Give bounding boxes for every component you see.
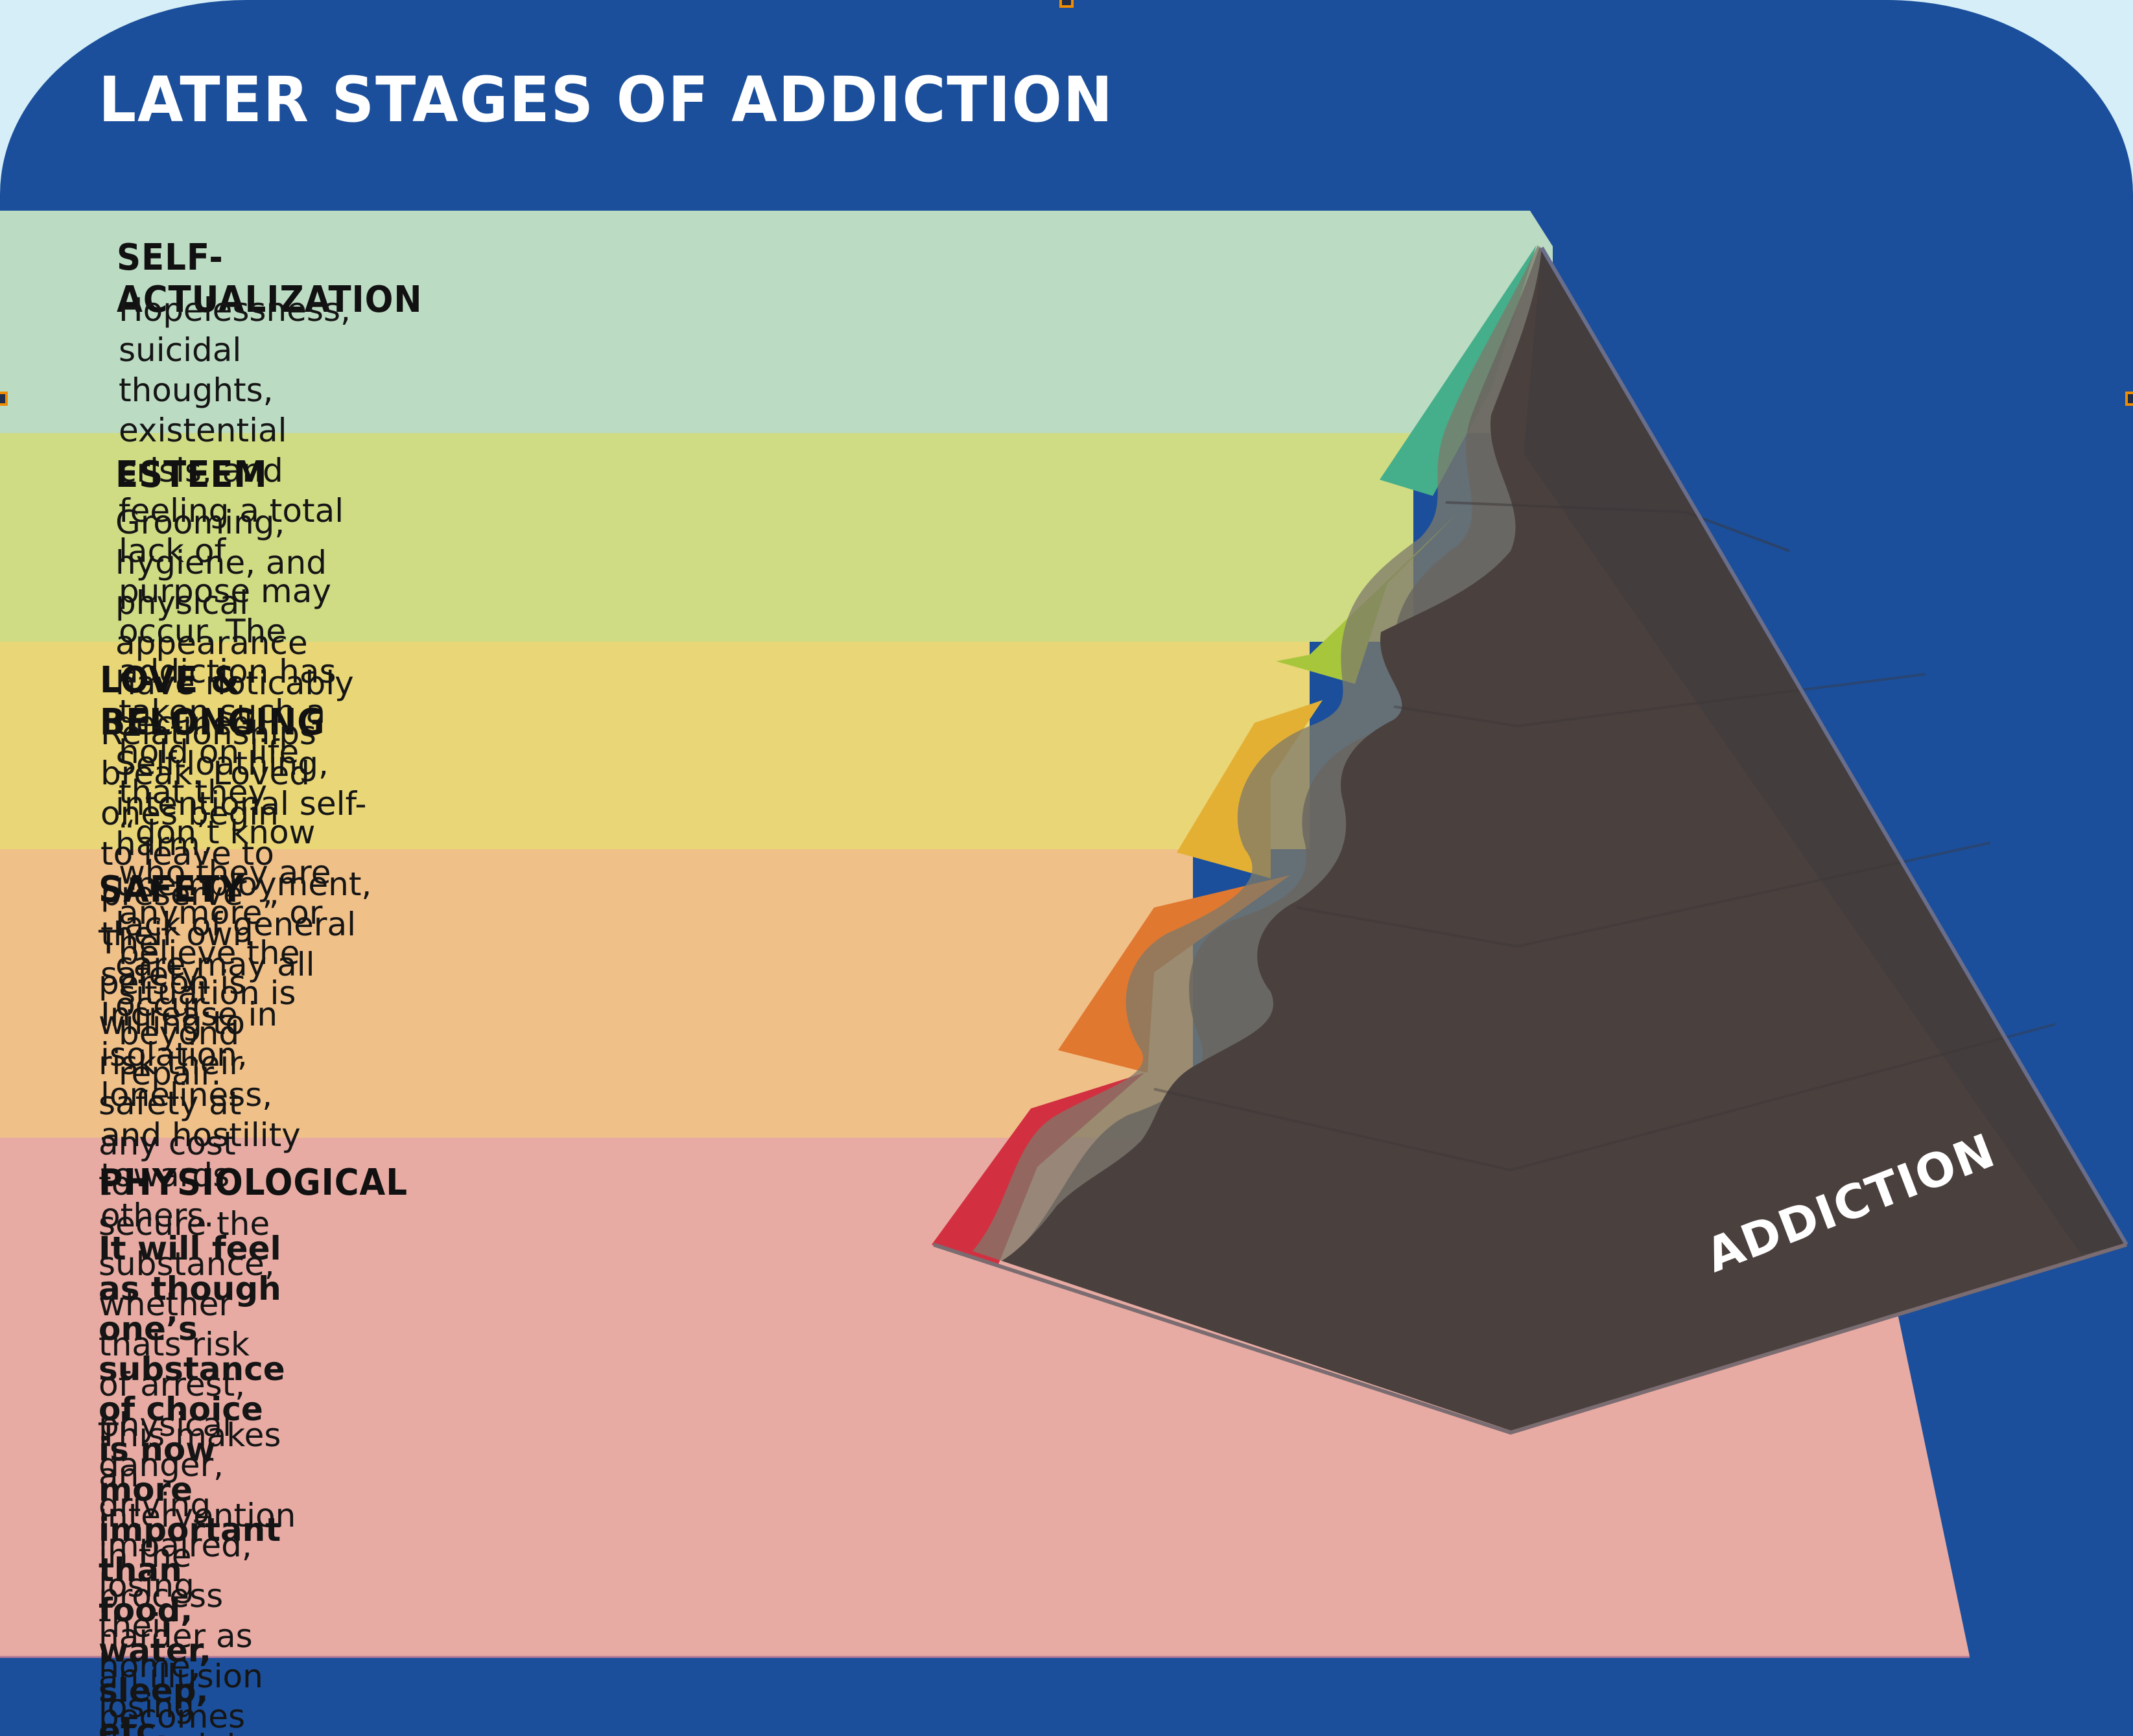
selection-handle-right[interactable] bbox=[2125, 392, 2133, 406]
tier-heading: PHYSIOLOGICAL bbox=[99, 1162, 408, 1204]
tier-description: The person is willing to risk their safe… bbox=[99, 924, 275, 1736]
band-self-actualization bbox=[0, 211, 1553, 433]
pyramid-right-face bbox=[1524, 248, 2127, 1254]
pyramid-right-edge bbox=[1540, 246, 2128, 1246]
pyramid-step-red bbox=[932, 1073, 1144, 1264]
tier-description: Hopelessness, suicidal thoughts, existen… bbox=[119, 291, 351, 1092]
infographic-title: LATER STAGES OF ADDICTION bbox=[99, 64, 1114, 136]
band-love-belonging bbox=[0, 642, 1310, 849]
selection-handle-left[interactable] bbox=[0, 392, 8, 406]
pyramid-step-orange bbox=[1058, 875, 1290, 1073]
tier-heading: SELF-ACTUALIZATION bbox=[117, 237, 423, 321]
tier-heading: ESTEEM bbox=[115, 454, 268, 496]
selection-handle-top[interactable] bbox=[1059, 0, 1074, 8]
tier-description-extended: This makes an intervention in the proces… bbox=[99, 1416, 296, 1735]
tier-description: Relationships break. Loved ones begin to… bbox=[100, 714, 316, 1234]
pyramid-tier-line-3 bbox=[1296, 841, 1991, 948]
band-esteem bbox=[0, 433, 1413, 642]
pyramid-wave-layer-dark bbox=[1002, 248, 2127, 1433]
pyramid-tier-lines bbox=[1445, 501, 1790, 552]
tier-heading: SAFETY bbox=[99, 869, 245, 911]
tier-description: Grooming, hygiene, and physical appearan… bbox=[115, 504, 372, 1024]
pyramid-tier-line-2 bbox=[1393, 673, 1926, 728]
pyramid-step-teal bbox=[1380, 245, 1537, 496]
pyramid-bottom-edge bbox=[933, 1243, 2127, 1435]
tier-heading: LOVE & BELONGING bbox=[100, 659, 325, 744]
pyramid-tier-line-4 bbox=[1153, 1023, 2056, 1172]
band-safety bbox=[0, 849, 1193, 1138]
tier-description: It will feel as though one’s substance o… bbox=[99, 1230, 285, 1736]
